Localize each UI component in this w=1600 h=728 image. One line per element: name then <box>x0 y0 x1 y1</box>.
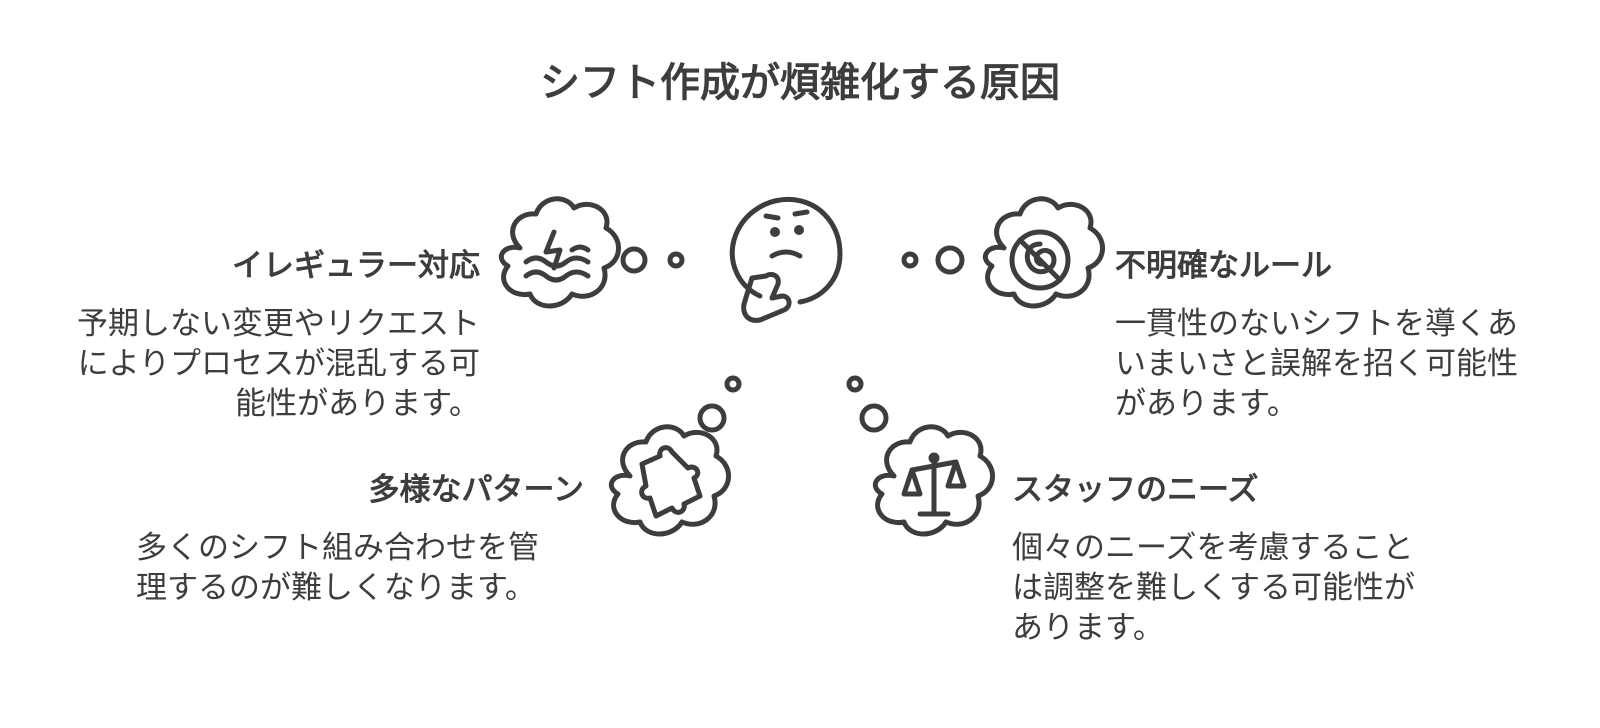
staff-needs-description: 個々のニーズを考慮すること は調整を難しくする可能性が あります。 <box>1012 528 1415 648</box>
unclear-spiral-icon <box>982 196 1105 309</box>
description-line: によりプロセスが混乱する可 <box>77 346 480 382</box>
description-line: 能性があります。 <box>235 386 480 422</box>
irregular-handling-heading: イレギュラー対応 <box>232 248 480 284</box>
page-title: シフト作成が煩雑化する原因 <box>540 60 1060 106</box>
description-line: があります。 <box>1115 386 1298 422</box>
description-line: 多くのシフト組み合わせを管 <box>136 530 539 566</box>
thought-dots-lower-right <box>846 375 889 433</box>
thought-dots-lower-left <box>697 375 742 433</box>
lightning-waves-icon <box>498 196 621 309</box>
thought-dots-right <box>901 245 965 275</box>
unclear-rules-heading: 不明確なルール <box>1115 248 1332 284</box>
balance-scale-icon <box>872 424 995 537</box>
irregular-handling-description: 予期しない変更やリクエスト によりプロセスが混乱する可 能性があります。 <box>77 304 480 424</box>
diverse-patterns-heading: 多様なパターン <box>368 472 584 508</box>
description-line: 予期しない変更やリクエスト <box>77 306 480 342</box>
description-line: は調整を難しくする可能性が <box>1012 570 1415 606</box>
description-line: いまいさと誤解を招く可能性 <box>1115 346 1518 382</box>
description-line: あります。 <box>1012 610 1164 646</box>
puzzle-piece-icon <box>608 424 731 537</box>
thinking-face-icon <box>729 196 843 323</box>
unclear-rules-description: 一貫性のないシフトを導くあ いまいさと誤解を招く可能性 があります。 <box>1115 304 1518 424</box>
description-line: 理するのが難しくなります。 <box>136 570 536 606</box>
description-line: 個々のニーズを考慮すること <box>1012 530 1414 566</box>
staff-needs-heading: スタッフのニーズ <box>1012 472 1259 508</box>
description-line: 一貫性のないシフトを導くあ <box>1115 306 1518 342</box>
thought-dots-left <box>620 246 685 274</box>
diverse-patterns-description: 多くのシフト組み合わせを管 理するのが難しくなります。 <box>136 528 539 608</box>
